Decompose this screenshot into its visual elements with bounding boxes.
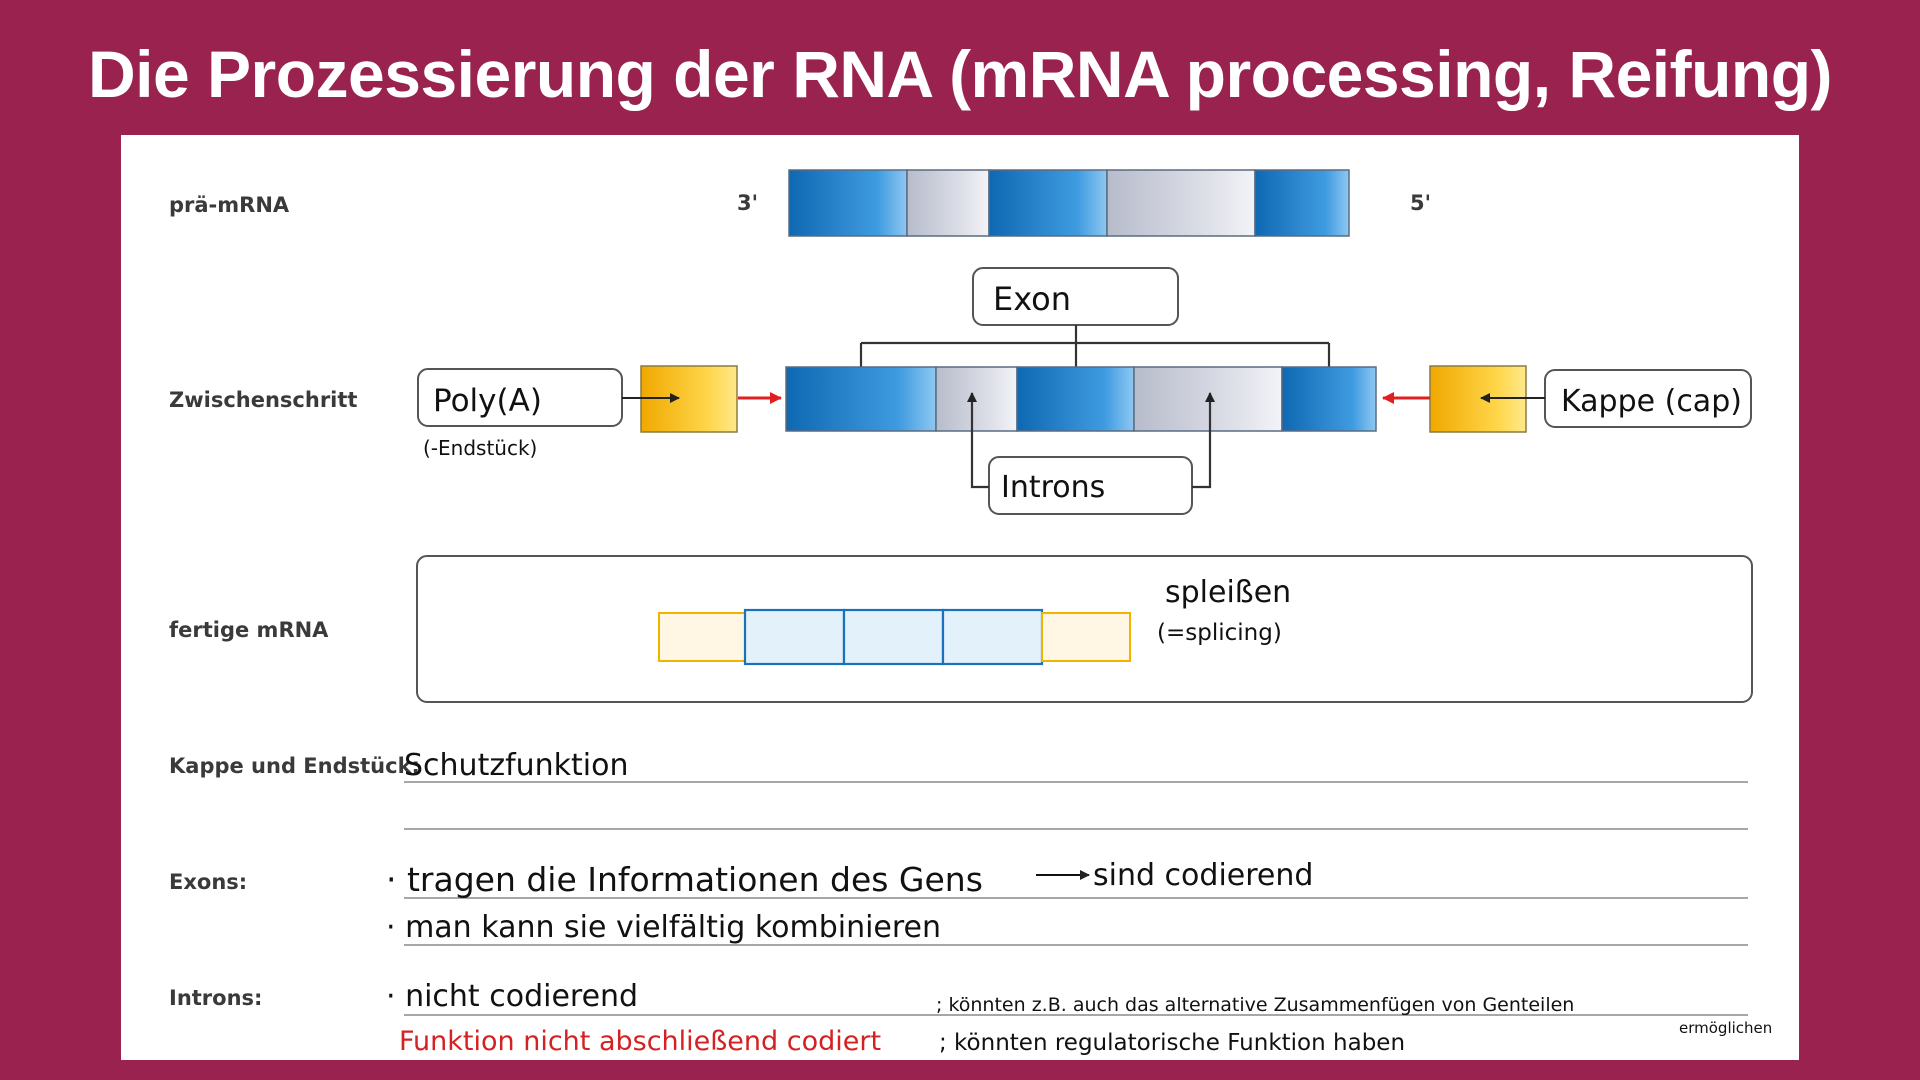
writing-lines [404,781,1748,1016]
cap-tail-note: Schutzfunktion [404,748,629,783]
introns-callout-text: Introns [1001,470,1105,505]
worksheet: prä-mRNA Zwischenschritt fertige mRNA Ka… [121,135,1799,1060]
pre-mrna-strand [788,169,1350,237]
introns-callout-box [988,456,1193,515]
exons-note-1: · tragen die Informationen des Gens [386,860,983,899]
splicing-label: spleißen [1165,575,1291,610]
exon-segment [1281,366,1377,432]
intron-segment [906,169,990,237]
cap-callout-text: Kappe (cap) [1561,384,1742,419]
exon-segment [941,608,1044,666]
exon-segment [1016,366,1135,432]
introns-note-1: · nicht codierend [386,979,638,1014]
row-label-pre-mrna: prä-mRNA [169,193,290,217]
exon-callout-text: Exon [993,280,1071,318]
exon-segment [842,608,945,666]
cap-segment [1041,612,1131,662]
intron-segment [1133,366,1283,432]
exon-segment [743,608,846,666]
row-label-introns: Introns: [169,986,262,1010]
exon-segment [988,169,1108,237]
row-label-exons: Exons: [169,870,247,894]
row-label-mature-mrna: fertige mRNA [169,618,329,642]
introns-note-red: Funktion nicht abschließend codiert [399,1026,881,1057]
introns-note-b: ; könnten regulatorische Funktion haben [939,1030,1405,1056]
three-prime-label: 3' [737,191,758,215]
row-label-cap-tail: Kappe und Endstück: [169,754,420,778]
rna-processing-diagram: prä-mRNA Zwischenschritt fertige mRNA Ka… [169,169,1772,1057]
page-title: Die Prozessierung der RNA (mRNA processi… [87,37,1833,111]
intron-segment [1106,169,1256,237]
poly-a-tail-segment [658,612,746,662]
poly-a-callout-text: Poly(A) [433,383,542,419]
intron-segment [935,366,1018,432]
introns-note-a2: ermöglichen [1679,1019,1772,1037]
exons-note-1b: sind codierend [1093,858,1313,893]
exon-segment [785,366,937,432]
splicing-note: (=splicing) [1157,620,1282,646]
exons-note-2: · man kann sie vielfältig kombinieren [386,910,941,945]
mature-mrna-strand [658,608,1131,666]
five-prime-label: 5' [1410,191,1431,215]
row-label-intermediate: Zwischenschritt [169,388,357,412]
poly-a-note: (-Endstück) [423,436,537,460]
intron-connector-lines [967,392,1215,489]
exon-segment [1254,169,1350,237]
introns-note-a: ; könnten z.B. auch das alternative Zusa… [936,994,1574,1016]
exon-segment [788,169,908,237]
intermediate-strand [785,366,1377,432]
